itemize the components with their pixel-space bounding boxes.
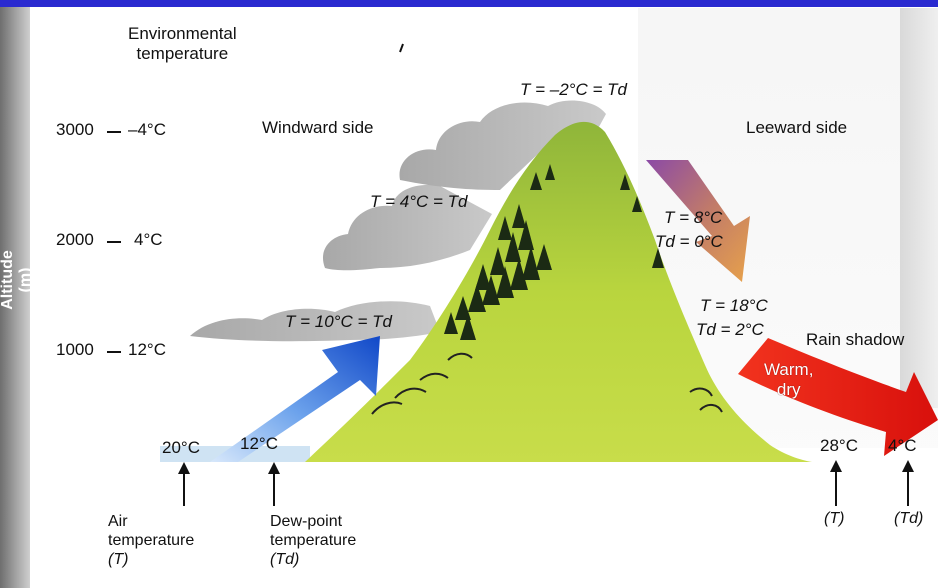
level-2000-tick [107,241,121,243]
env-temp-title: Environmental temperature [128,24,237,63]
level-2000-temp: 4°C [134,230,163,249]
rain-shadow-label: Rain shadow [806,330,905,349]
lee-td-caption: (Td) [894,510,924,527]
lee-2000-t: T = 8°C [664,208,723,227]
right-strip [900,8,938,408]
leeward-label: Leeward side [746,118,848,137]
air-temp-pointer [178,462,190,506]
windward-arrow [210,336,380,462]
level-3000-alt: 3000 [56,120,94,139]
lee-1000-t: T = 18°C [700,296,768,315]
stray-mark [399,43,404,53]
lee-t-caption: (T) [824,510,845,527]
level-3000-temp: –4°C [128,120,166,139]
level-3000-tick [107,131,121,133]
dew-temp-value: 12°C [240,434,278,453]
lee-1000-td: Td = 2°C [696,320,764,339]
lee-dew-pointer [902,460,914,506]
lee-2000-td: Td = 0°C [655,232,723,251]
descending-air-arrow [646,160,750,282]
cloud-low [190,301,440,342]
cloud-high [399,100,606,190]
windward-label: Windward side [262,118,374,137]
level-1000-tick [107,351,121,353]
dew-temp-pointer [268,462,280,506]
mountain [305,121,812,462]
dew-temp-caption: Dew-point temperature (Td) [270,513,357,568]
summit-temp: T = –2°C = Td [520,80,627,99]
air-temp-value: 20°C [162,438,200,457]
lee-air-temp-value: 28°C [820,436,858,455]
cloud-mid [322,184,492,271]
warm-dry-label: Warm, dry [764,360,814,399]
level-1000-temp: 12°C [128,340,166,359]
level-1000-alt: 1000 [56,340,94,359]
side-strip: Altitude (m) [0,7,34,588]
slope-lines [371,352,723,415]
lee-dew-temp-value: 4°C [888,436,917,455]
windward-1000-temp: T = 10°C = Td [285,312,392,331]
level-2000-alt: 2000 [56,230,94,249]
windward-2000-temp: T = 4°C = Td [370,192,468,211]
lee-air-pointer [830,460,842,506]
title-bar [0,0,938,7]
air-temp-caption: Air temperature (T) [108,513,195,568]
forest [444,164,664,340]
warm-dry-arrow [738,338,938,456]
